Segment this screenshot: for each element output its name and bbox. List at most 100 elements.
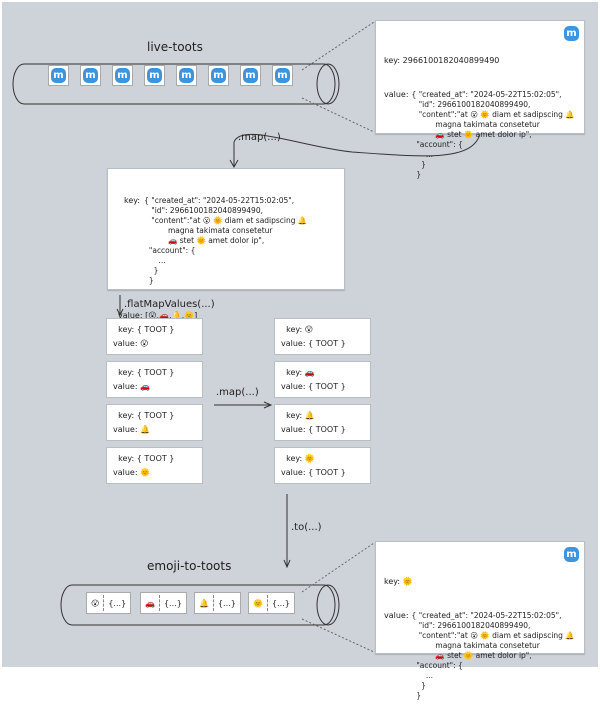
value-line: { "created_at": "2024-05-22T15:02:05",: [144, 196, 295, 205]
key-label: key:: [118, 454, 135, 463]
value-label: value:: [113, 468, 138, 477]
value-line: "content":"at 😮 🌞 diam et sadipscing 🔔: [411, 631, 575, 640]
record-value: 😮: [140, 339, 149, 348]
value-label: value:: [281, 339, 306, 348]
message-value: {...}: [163, 598, 182, 608]
message-value: {...}: [108, 598, 127, 608]
to-operation-label: .to(...): [291, 522, 322, 533]
record-key: { TOOT }: [136, 454, 175, 463]
record-value: { TOOT }: [308, 468, 346, 477]
input-record-card: m key: 296610018204089949​0 value:{ "cre…: [375, 20, 585, 179]
value-line: ...: [411, 150, 434, 159]
connectors: [12, 21, 481, 653]
record-value: { "created_at": "2024-05-22T15:02:05", "…: [412, 90, 575, 180]
value-line: }: [144, 276, 154, 285]
record-key: 🌞: [402, 577, 413, 586]
mastodon-icon: m: [51, 68, 66, 83]
key-label: key:: [286, 454, 303, 463]
value-line: magna takimata consetetur: [144, 226, 273, 235]
value-line: }: [411, 681, 426, 690]
mastodon-icon: m: [275, 68, 290, 83]
record-card: key: 🌞 value: { TOOT }: [274, 447, 371, 484]
record-value: { "created_at": "2024-05-22T15:02:05", "…: [412, 611, 575, 701]
record-key: { TOOT }: [136, 368, 175, 377]
value-line: 🚗 stet 🌞 amet dolor ip",: [411, 130, 532, 139]
record-card: key: 😮 value: { TOOT }: [274, 318, 371, 355]
record-key: 🔔: [304, 411, 315, 420]
value-line: magna takimata consetetur: [411, 120, 540, 129]
record-key: 😮: [304, 325, 314, 334]
key-label: key:: [286, 411, 303, 420]
toot-message: m: [112, 65, 133, 86]
value-line: 🚗 stet 🌞 amet dolor ip",: [144, 236, 265, 245]
value-label: value:: [384, 611, 409, 620]
mastodon-icon: m: [115, 68, 130, 83]
record-card: key: 🚗 value: { TOOT }: [274, 361, 371, 398]
message-value: {...}: [271, 598, 290, 608]
mastodon-icon: m: [83, 68, 98, 83]
mastodon-icon: m: [179, 68, 194, 83]
key-label: key:: [384, 56, 401, 65]
mastodon-icon: m: [243, 68, 258, 83]
record-key: { TOOT }: [136, 325, 175, 334]
value-line: { "created_at": "2024-05-22T15:02:05",: [411, 90, 562, 99]
value-line: }: [144, 266, 159, 275]
record-value: [😮,🚗,🔔,🌞]: [145, 311, 198, 320]
mastodon-icon: m: [147, 68, 162, 83]
map-operation-label: .map(...): [238, 132, 281, 143]
value-label: value:: [113, 425, 138, 434]
toot-message: m: [48, 65, 69, 86]
record-card: key: { TOOT } value: 🔔: [106, 404, 203, 441]
value-label: value:: [113, 382, 138, 391]
record-key: 296610018204089949​0: [402, 56, 500, 65]
record-value: { TOOT }: [308, 382, 346, 391]
output-message: 😮{...}: [86, 592, 132, 614]
key-label: key:: [286, 368, 303, 377]
value-line: "content":"at 😮 🌞 diam et sadipscing 🔔: [411, 110, 575, 119]
toot-message: m: [80, 65, 101, 86]
output-message: 🌞 {...}: [248, 592, 295, 614]
key-label: key:: [118, 325, 135, 334]
divider: [212, 595, 214, 611]
toot-message: m: [208, 65, 229, 86]
record-value: { TOOT }: [308, 339, 346, 348]
record-key: { TOOT }: [136, 411, 175, 420]
output-message: 🚗{...}: [140, 592, 187, 614]
input-topic-cylinder: [12, 63, 336, 105]
mastodon-icon: m: [564, 26, 579, 41]
record-key: 🌞: [304, 454, 315, 463]
divider: [266, 595, 268, 611]
value-line: }: [411, 691, 422, 700]
record-card: key: { TOOT }value: 😮: [106, 318, 203, 355]
value-line: }: [411, 170, 422, 179]
record-value: { TOOT }: [308, 425, 346, 434]
record-card: key: 🔔value: { TOOT }: [274, 404, 371, 441]
value-line: "account": {: [411, 661, 463, 670]
key-label: key:: [286, 325, 303, 334]
record-card: key: { TOOT }value: 🌞: [106, 447, 203, 484]
value-line: ...: [411, 671, 434, 680]
value-line: { "created_at": "2024-05-22T15:02:05",: [411, 611, 562, 620]
record-key: 🚗: [304, 368, 315, 377]
value-label: value:: [281, 468, 306, 477]
key-label: key:: [118, 411, 135, 420]
message-value: {...}: [217, 598, 236, 608]
key-label: key:: [118, 368, 135, 377]
record-key: { "created_at": "2024-05-22T15:02:05", "…: [144, 196, 307, 286]
value-line: }: [411, 160, 426, 169]
value-label: value:: [281, 382, 306, 391]
toot-message: m: [176, 65, 197, 86]
value-line: ...: [144, 256, 166, 265]
record-value: 🔔: [140, 425, 151, 434]
value-line: "content":"at 😮 🌞 diam et sadipscing 🔔: [144, 216, 308, 225]
value-line: "account": {: [144, 246, 196, 255]
mastodon-icon: m: [564, 547, 579, 562]
mapped-record-card: key:{ "created_at": "2024-05-22T15:02:05…: [107, 168, 345, 320]
message-key: 🌞: [253, 598, 263, 608]
mastodon-icon: m: [211, 68, 226, 83]
record-card: key: { TOOT }value: 🚗: [106, 361, 203, 398]
value-line: "id": 296610018204089949​0,: [411, 621, 531, 630]
value-label: value:: [384, 90, 409, 99]
output-topic-cylinder: [60, 584, 336, 626]
